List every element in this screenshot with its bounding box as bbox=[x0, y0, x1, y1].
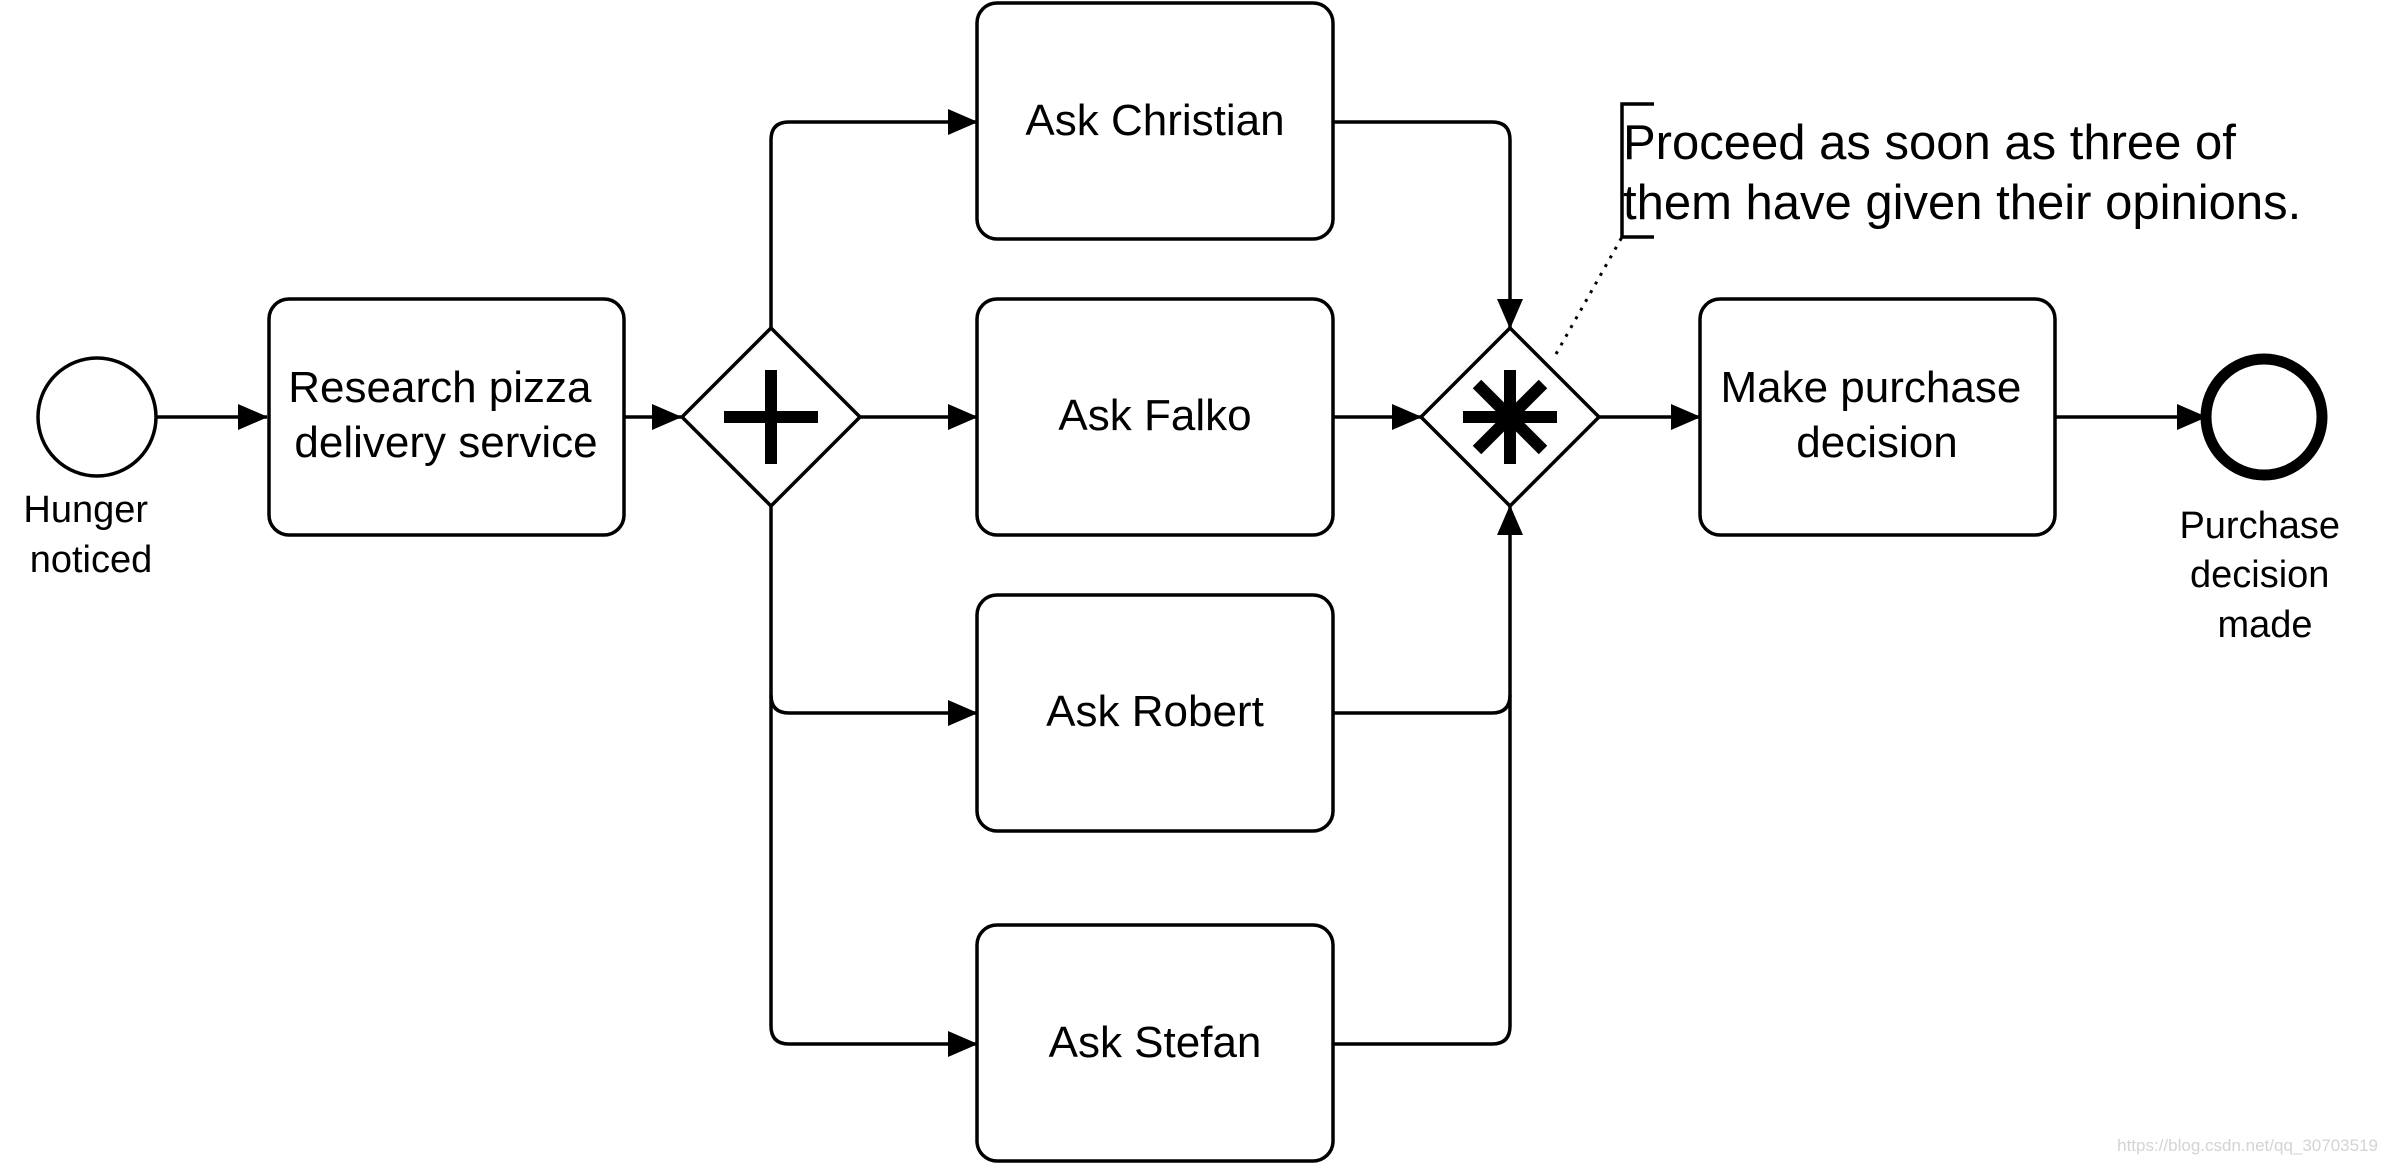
flow-split-to-christian bbox=[769, 109, 978, 328]
start-event-label: Hunger noticed bbox=[23, 489, 158, 581]
sequence-flows bbox=[157, 109, 2207, 1057]
end-event[interactable] bbox=[2200, 353, 2328, 481]
task-ask-falko[interactable]: Ask Falko bbox=[975, 297, 1335, 537]
task-ask-stefan[interactable]: Ask Stefan bbox=[975, 923, 1335, 1163]
complex-gateway-join[interactable] bbox=[1418, 325, 1602, 509]
flow-robert-to-join bbox=[1333, 505, 1523, 715]
task-ask-robert[interactable]: Ask Robert bbox=[975, 593, 1335, 833]
watermark: https://blog.csdn.net/qq_30703519 bbox=[2117, 1136, 2378, 1155]
flow-split-to-stefan bbox=[769, 695, 978, 1057]
annotation-text: Proceed as soon as three of them have gi… bbox=[1623, 116, 2301, 230]
flow-split-to-robert bbox=[769, 506, 978, 726]
annotation-bracket bbox=[1620, 102, 1654, 239]
annotation-association bbox=[1554, 236, 1624, 355]
flow-stefan-to-join bbox=[1333, 695, 1512, 1046]
plus-icon bbox=[724, 370, 818, 464]
asterisk-icon bbox=[1463, 370, 1557, 464]
task-ask-robert-label: Ask Robert bbox=[1046, 687, 1264, 736]
task-ask-christian-label: Ask Christian bbox=[1025, 96, 1284, 145]
text-annotation[interactable]: Proceed as soon as three of them have gi… bbox=[1554, 102, 2301, 355]
task-ask-falko-label: Ask Falko bbox=[1058, 391, 1251, 440]
task-ask-christian[interactable]: Ask Christian bbox=[975, 1, 1335, 241]
task-decide-label: Make purchase decision bbox=[1720, 363, 2033, 467]
start-event[interactable] bbox=[36, 356, 158, 478]
flow-christian-to-join bbox=[1333, 120, 1523, 329]
task-research-label: Research pizza delivery service bbox=[288, 363, 604, 467]
task-ask-stefan-label: Ask Stefan bbox=[1049, 1018, 1262, 1067]
end-event-label: Purchase decision made bbox=[2179, 505, 2350, 646]
task-research-pizza-delivery[interactable]: Research pizza delivery service bbox=[267, 297, 626, 537]
task-make-purchase-decision[interactable]: Make purchase decision bbox=[1698, 297, 2057, 537]
parallel-gateway-split[interactable] bbox=[679, 325, 863, 509]
